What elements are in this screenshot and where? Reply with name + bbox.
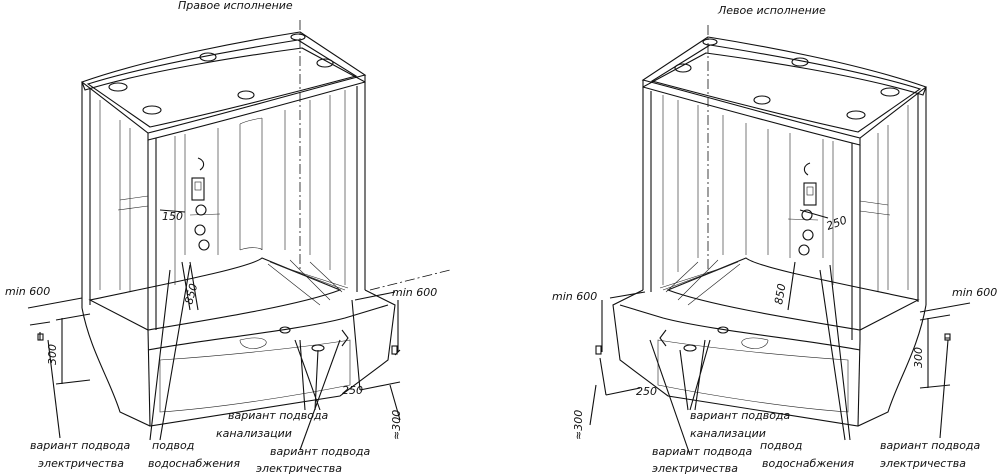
dimensions-right-version bbox=[27, 209, 401, 451]
dim-850-l: 850 bbox=[772, 283, 788, 306]
dim-250-top-l: 250 bbox=[825, 213, 849, 232]
label-sewer-l-line1: вариант подвода bbox=[690, 409, 791, 422]
label-water-r-line1: подвод bbox=[152, 439, 194, 452]
dim-300-bottom-l: ≈300 bbox=[572, 410, 585, 440]
label-sewer-r-line2: канализации bbox=[216, 427, 292, 440]
label-elec2-l-line2: электричества bbox=[880, 457, 966, 470]
dim-250-r: 250 bbox=[342, 384, 363, 397]
label-elec2-r-line1: вариант подвода bbox=[270, 445, 371, 458]
dim-min600-left-l: min 600 bbox=[552, 290, 597, 303]
dim-min600-right-r: min 600 bbox=[392, 286, 437, 299]
dim-300-bottom-r: ≈300 bbox=[390, 410, 403, 440]
control-panel-left bbox=[803, 182, 817, 206]
dim-250-l: 250 bbox=[636, 385, 657, 398]
dim-300-vertical-l: 300 bbox=[912, 347, 925, 368]
title-right-version: Правое исполнение bbox=[178, 0, 293, 12]
label-elec-l-line2: электричества bbox=[652, 462, 738, 475]
dimensions-left-version bbox=[589, 209, 971, 456]
dim-min600-right-l: min 600 bbox=[952, 286, 997, 299]
label-elec-r-line2: электричества bbox=[38, 457, 124, 470]
dim-150-r: 150 bbox=[162, 210, 183, 223]
dim-300-vertical-r: 300 bbox=[46, 344, 59, 365]
label-sewer-l-line2: канализации bbox=[690, 427, 766, 440]
label-elec-r-line1: вариант подвода bbox=[30, 439, 131, 452]
dim-850-r: 850 bbox=[182, 282, 200, 306]
dim-min600-left-r: min 600 bbox=[5, 285, 50, 298]
label-elec2-r-line2: электричества bbox=[256, 462, 342, 475]
control-panel-right bbox=[191, 177, 205, 201]
label-elec-l-line1: вариант подвода bbox=[652, 445, 753, 458]
cabin-right-version bbox=[80, 20, 451, 427]
label-sewer-r-line1: вариант подвода bbox=[228, 409, 329, 422]
label-water-r-line2: водоснабжения bbox=[148, 457, 240, 470]
title-left-version: Левое исполнение bbox=[717, 4, 826, 17]
label-elec2-l-line1: вариант подвода bbox=[880, 439, 981, 452]
cabin-left-version bbox=[612, 25, 928, 427]
label-water-l-line2: водоснабжения bbox=[762, 457, 854, 470]
label-water-l-line1: подвод bbox=[760, 439, 802, 452]
